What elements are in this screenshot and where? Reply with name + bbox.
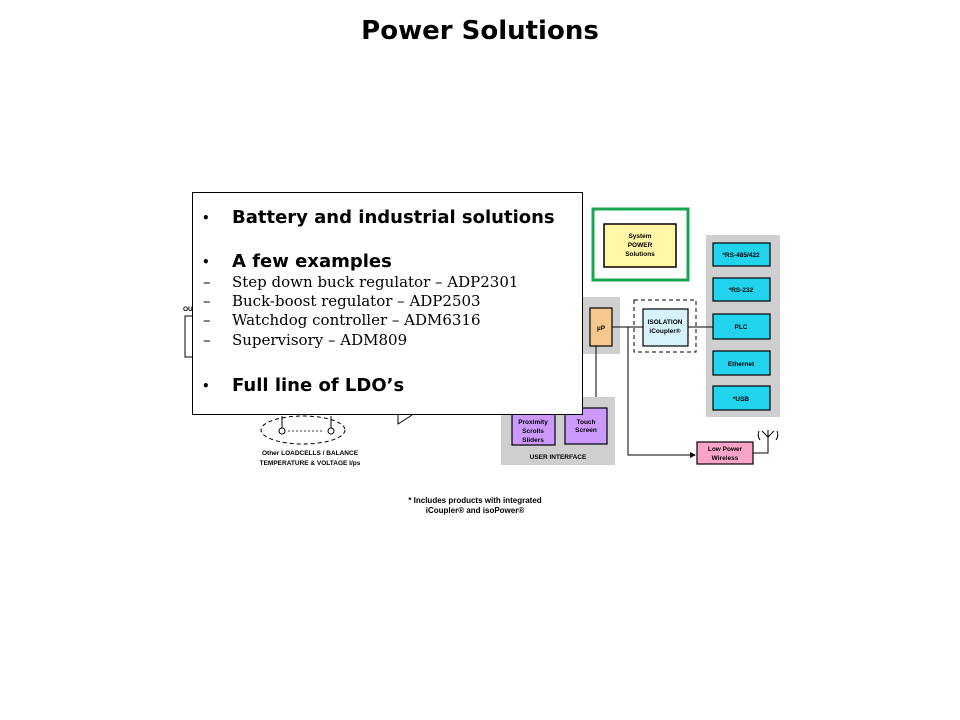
comm-ethernet-label: Ethernet [728,361,755,368]
low-power-label-1: Low Power [708,446,743,453]
power-label-1: System [628,233,651,240]
bullet-text: Battery and industrial solutions [232,207,555,228]
footnote: * Includes products with integrated iCou… [370,496,580,516]
bullet-dot: • [202,255,210,269]
touch-screen-box [564,407,608,445]
partial-box-edge [184,315,192,358]
sub-text: Watchdog controller – ADM6316 [232,311,481,329]
bullet-dot: • [202,379,210,393]
antenna-icon [757,430,779,441]
power-label-2: POWER [628,242,653,249]
power-label-3: Solutions [625,251,655,258]
footnote-line-2: iCoupler® and isoPower® [425,506,525,515]
comm-rs485-box [712,242,771,267]
touch-label-2: Screen [575,427,597,434]
bullet-panel: • Battery and industrial solutions • A f… [192,192,583,415]
comm-rs232-label: *RS-232 [729,287,754,294]
loadcell-label-1: Other LOADCELLS / BALANCE [262,450,359,457]
isolation-box [642,308,689,347]
touch-label-1: Touch [576,419,595,426]
loadcell-label-2: TEMPERATURE & VOLTAGE I/ps [260,460,361,467]
bullet-dot: • [202,211,210,225]
isolation-label-1: ISOLATION [648,319,683,326]
slide-title: Power Solutions [361,16,599,46]
comm-rs232-box [712,277,771,302]
comm-plc-label: PLC [735,324,748,331]
isolation-frame [633,299,697,353]
bullet-text: A few examples [232,251,392,272]
comm-usb-box [712,385,771,411]
proximity-label-3: Sliders [522,437,544,444]
comm-usb-label: *USB [733,396,750,403]
power-solutions-frame [591,207,690,282]
overlay-callout-tail [397,414,413,425]
comm-ethernet-box [712,350,771,376]
comm-plc-box [712,313,771,340]
isolation-label-2: iCoupler® [649,327,680,335]
user-interface-label: USER INTERFACE [530,454,587,461]
sub-dash: – [203,311,211,329]
sub-dash: – [203,331,211,349]
link-to-wireless [627,327,696,458]
sub-dash: – [203,292,211,310]
sub-text: Step down buck regulator – ADP2301 [232,273,519,291]
loadcell-terminal-right [327,427,335,435]
sub-dash: – [203,273,211,291]
comm-rs485-label: *RS-485/422 [722,252,760,259]
footnote-line-1: * Includes products with integrated [408,496,542,505]
bullet-text: Full line of LDO’s [232,375,405,396]
sub-text: Buck-boost regulator – ADP2503 [232,292,481,310]
antenna-lead [753,437,769,454]
loadcell-terminal-left [278,427,286,435]
sub-text: Supervisory – ADM809 [232,331,408,349]
power-solutions-box [603,223,677,268]
proximity-label-2: Scrolls [522,428,544,435]
partial-label: OU [183,306,193,313]
processor-label: µP [597,325,606,332]
loadcell-ellipse [260,415,346,445]
proximity-label-1: Proximity [518,419,548,426]
low-power-label-2: Wireless [712,455,739,462]
